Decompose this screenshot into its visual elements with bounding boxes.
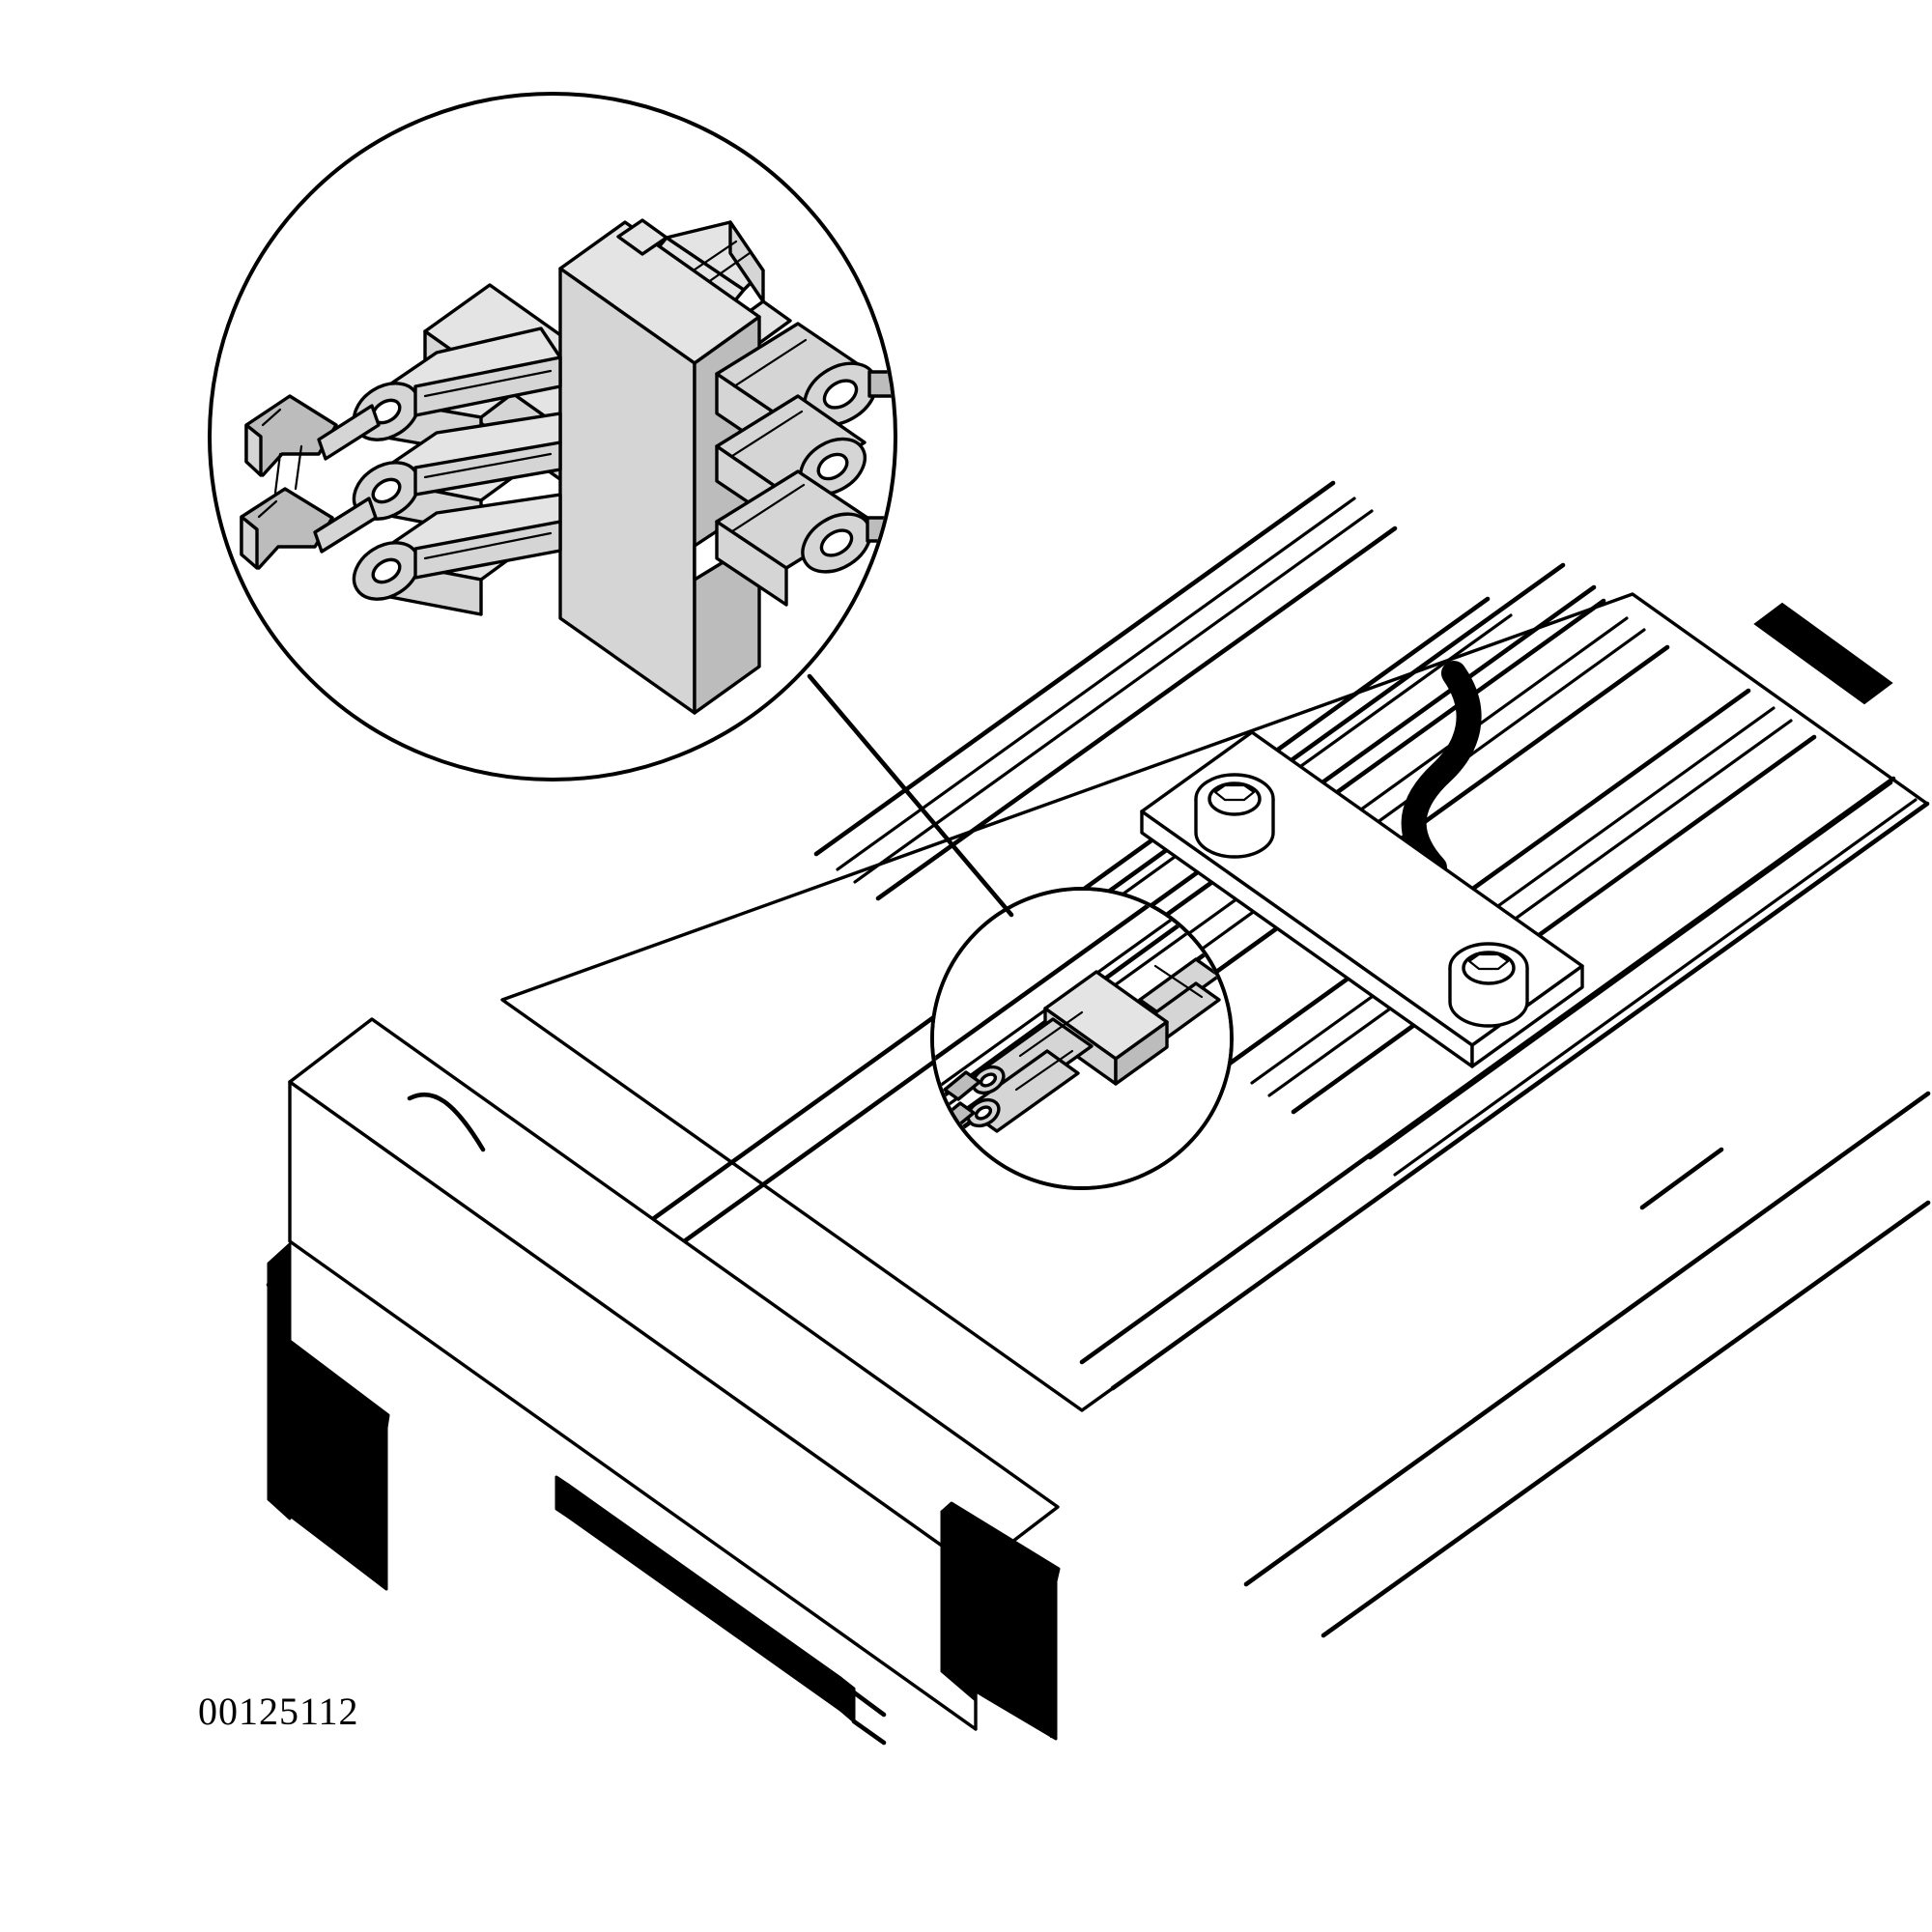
- rail-edge-right-1: [1079, 776, 1896, 1365]
- pin-r3-front: [715, 520, 788, 607]
- pin-r3-hole: [819, 528, 854, 557]
- rail-lower-edge-1: [1243, 1091, 1931, 1587]
- beam-slot-cap-right: [838, 1676, 856, 1723]
- end-cap-right: [940, 1501, 1061, 1741]
- end-cap-left: [266, 1242, 390, 1591]
- end-cap-left-notch: [266, 1274, 281, 1288]
- latch-neck-upper: [317, 404, 381, 461]
- pin-l2-bar: [413, 440, 562, 497]
- mini-latch-upper: [943, 1070, 981, 1101]
- cross-beam: [266, 1017, 1061, 1746]
- mounting-plate-edge-right: [1470, 964, 1584, 1068]
- pin-r2-hole: [816, 452, 849, 481]
- latch-upper-edge: [244, 423, 263, 477]
- bolt-upper-hex-socket: [1213, 783, 1256, 802]
- edge-bump: [407, 1092, 486, 1152]
- hex-bolt-upper[interactable]: [1194, 773, 1275, 859]
- bolt-lower-hex-socket: [1467, 952, 1510, 971]
- rail-lower-edge-3: [1639, 1147, 1724, 1210]
- bolt-upper-body: [1194, 799, 1275, 859]
- beam-slot-cap-left: [554, 1475, 570, 1519]
- end-cap-left-top: [267, 1333, 390, 1430]
- beam-shoulder: [851, 1690, 887, 1718]
- rail-slot-2: [1224, 688, 1817, 1115]
- mini-ring-2-hole: [974, 1105, 993, 1121]
- pin-l3-bar: [413, 520, 562, 580]
- mini-cross-side: [1114, 1020, 1169, 1086]
- latch-lower-edge: [240, 515, 259, 570]
- beam-shoulder-2: [851, 1719, 887, 1746]
- power-cable: [1401, 661, 1482, 880]
- mini-connector: [937, 957, 1221, 1133]
- pin-r1-hole: [822, 379, 859, 410]
- pin-l1-bar: [413, 355, 562, 417]
- beam-slot-highlight: [578, 1494, 835, 1678]
- cross-beam-front: [288, 1080, 978, 1731]
- pin-row-left: [352, 327, 562, 616]
- mounting-plate: [1140, 730, 1584, 1068]
- rail-edge-right-2: [1110, 801, 1930, 1391]
- pin-l2-hole: [371, 477, 402, 504]
- end-cap-right-top: [940, 1501, 1061, 1583]
- magnified-connector-detail: [208, 92, 897, 781]
- rail-slot-4: [813, 480, 1398, 901]
- bolt-lower-body: [1448, 968, 1529, 1028]
- pin-l3-hole: [371, 557, 402, 584]
- cross-v-tab: [616, 218, 668, 256]
- rail-lower-edge-2: [1321, 1200, 1931, 1638]
- pin-row-right: [715, 322, 894, 607]
- connector-assembly: [240, 218, 894, 715]
- small-circle-contents: [934, 891, 1230, 1186]
- connector-in-situ-detail: [930, 887, 1234, 1190]
- hex-bolt-lower[interactable]: [1448, 942, 1529, 1028]
- left-latch-terminal: [240, 394, 381, 570]
- cable-upper-segment: [1753, 602, 1893, 705]
- figure-caption: 00125112: [198, 1690, 359, 1733]
- callout-leader: [807, 673, 1014, 918]
- latch-neck-lower: [313, 497, 378, 554]
- mini-ring-1-hole: [979, 1072, 998, 1088]
